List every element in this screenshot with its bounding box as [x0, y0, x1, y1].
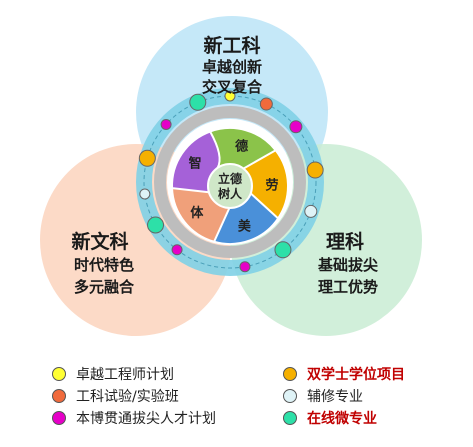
right-title: 理科: [326, 230, 364, 253]
right-line1: 基础拔尖: [317, 256, 378, 274]
ring-dot-7: [304, 204, 318, 218]
center-circle: [207, 163, 253, 209]
center-line2: 树人: [218, 186, 243, 201]
petal-label-5: 智: [189, 156, 202, 172]
top-line2: 交叉复合: [202, 78, 263, 96]
ring-dot-10: [171, 244, 183, 256]
center-line1: 立德: [218, 171, 242, 186]
petal-label-2: 劳: [265, 178, 278, 194]
petal-group: 德劳美 体 智: [171, 127, 289, 245]
left-title: 新文科: [71, 230, 128, 253]
ring-dot-6: [306, 161, 324, 179]
right-line2: 理工优势: [318, 278, 378, 296]
ring-dot-3: [189, 93, 207, 111]
ring-dot-9: [239, 261, 251, 273]
petal-label-3: 美: [238, 218, 252, 234]
ring-dot-13: [138, 149, 156, 167]
left-line1: 时代特色: [74, 256, 134, 274]
ring-dot-2: [259, 97, 273, 111]
petal-label-4: 体: [190, 205, 204, 221]
inner-ring: [154, 106, 306, 258]
petal-5: [171, 130, 221, 194]
petal-label-1: 德: [235, 139, 248, 155]
ring-dots: [138, 90, 324, 273]
ring-dot-12: [139, 188, 151, 200]
left-line2: 多元融合: [74, 278, 135, 296]
top-title: 新工科: [203, 34, 260, 57]
ring-dot-8: [274, 241, 292, 259]
top-line1: 卓越创新: [202, 58, 262, 76]
outer-ring-dash: [143, 95, 317, 269]
ring-dot-4: [160, 118, 172, 130]
ring-dot-5: [289, 120, 303, 134]
ring-dot-11: [147, 216, 165, 234]
ring-dot-1: [224, 90, 236, 102]
